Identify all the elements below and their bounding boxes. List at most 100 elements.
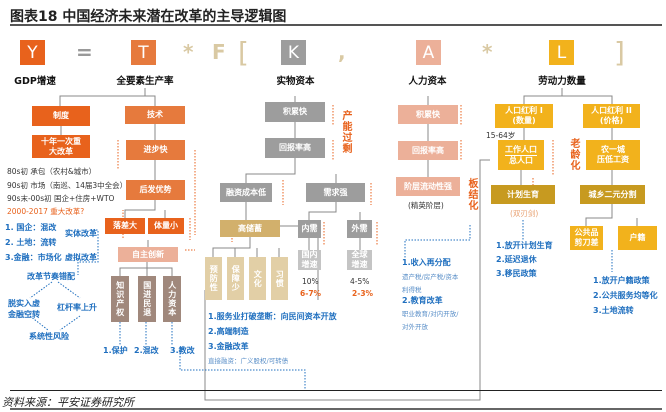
reform-land: 2. 土地：流转 xyxy=(5,238,57,247)
A-box: A xyxy=(416,40,441,65)
node-major-reform: 十年一次重大改革 xyxy=(32,135,90,158)
age-range-label: 15-64岁 xyxy=(486,131,516,140)
Y-box: Y xyxy=(20,40,45,65)
node-human-capital: 人力资本 xyxy=(163,276,181,322)
label-tfp: 全要素生产率 xyxy=(116,76,174,87)
node-working-ratio: 工作人口总人口 xyxy=(498,140,544,170)
policy-protection: 1.保护 xyxy=(103,346,128,355)
node-latecomer-advantage: 后发优势 xyxy=(126,180,185,200)
dividend-1-title: 人口红利 I xyxy=(505,106,543,116)
node-strong-demand: 需求强 xyxy=(306,183,365,202)
dividend-2-title: 人口红利 II xyxy=(591,106,632,116)
policy-service-opening: 1.服务业打破垄断：向民间资本开放 xyxy=(208,312,337,321)
label-labor: 劳动力数量 xyxy=(538,76,586,87)
policy-delay-retirement: 2.延迟退休 xyxy=(496,255,537,264)
node-small-size: 体量小 xyxy=(148,218,184,234)
policy-immigration: 3.移民政策 xyxy=(496,269,537,278)
label-gdp: GDP增速 xyxy=(14,76,56,87)
total-population: 总人口 xyxy=(509,155,533,165)
policy-education-reform: 2.教育改革 xyxy=(402,296,443,305)
node-fast-progress: 进步快 xyxy=(126,140,185,160)
ossification-label: 板结化 xyxy=(466,178,477,211)
node-low-security: 保障少 xyxy=(227,257,244,300)
node-domestic-demand: 内需 xyxy=(298,220,321,238)
price-scissors: 剪刀差 xyxy=(574,238,599,247)
domestic-growth-past: 10% xyxy=(302,277,319,286)
leverage-rise: 杠杆率上升 xyxy=(57,303,97,312)
node-k-fast-accumulation: 积累快 xyxy=(265,102,325,122)
node-state-advance: 国进民退 xyxy=(138,276,156,322)
node-external-demand: 外需 xyxy=(347,220,372,238)
node-family-planning: 计划生育 xyxy=(491,185,555,204)
policy-income-redistribution: 1.收入再分配 xyxy=(402,258,451,267)
reform-finance: 3.金融：市场化 xyxy=(5,253,62,262)
suppress-wages: 压低工资 xyxy=(597,155,629,164)
node-rural-urban: 农一城压低工资 xyxy=(586,140,640,170)
reform-mismatch: 改革节奏错配 xyxy=(27,272,75,281)
node-ip: 知识产权 xyxy=(111,276,129,322)
aging-label: 老龄化 xyxy=(568,138,579,171)
history-90s: 90s初 市场（南巡、14届3中全会） xyxy=(7,181,128,190)
title-divider xyxy=(10,24,662,26)
node-institution: 制度 xyxy=(32,106,90,126)
node-public-goods: 公共品剪刀差 xyxy=(570,226,603,250)
node-large-gap: 落差大 xyxy=(105,218,145,234)
comma: , xyxy=(338,40,346,64)
history-2000-2017: 2000-2017 重大改革? xyxy=(7,207,85,216)
source-note: 资料来源：平安证券研究所 xyxy=(2,396,134,409)
history-80s: 80s初 承包（农村&城市） xyxy=(7,167,97,176)
T-box: T xyxy=(131,40,156,65)
policy-high-end-mfg: 2.高端制造 xyxy=(208,327,249,336)
domestic-growth-future: 6-7% xyxy=(300,289,322,298)
policy-public-services: 2.公共服务均等化 xyxy=(593,291,658,300)
policy-hukou: 1.放开户籍政策 xyxy=(593,276,650,285)
global-growth-past: 4-5% xyxy=(350,277,370,286)
node-domestic-growth: 国内增速 xyxy=(298,250,321,270)
node-low-financing-cost: 融资成本低 xyxy=(220,183,272,202)
tax-note-2: 利得税 xyxy=(402,286,422,294)
dividend-1-sub: (数量) xyxy=(512,116,536,125)
multiply-sign: * xyxy=(482,40,493,64)
node-high-savings: 高储蓄 xyxy=(220,220,280,237)
education-note-2: 对外开放 xyxy=(402,323,428,331)
node-k-high-return: 回报率高 xyxy=(265,138,325,158)
node-a-high-return: 回报率高 xyxy=(398,141,458,160)
node-precautionary: 预防性 xyxy=(205,257,222,300)
reform-soe: 1. 国企：混改 xyxy=(5,223,57,232)
global-growth-future: 2-3% xyxy=(352,289,374,298)
direct-financing-note: 直接融资：广义股权/可转债 xyxy=(208,357,289,365)
right-bracket: ] xyxy=(614,36,625,69)
node-habit: 习惯 xyxy=(271,257,288,300)
equals-sign: = xyxy=(76,40,93,64)
working-population: 工作人口 xyxy=(505,144,537,156)
node-class-mobility: 阶层流动性强 xyxy=(396,177,460,196)
systemic-risk: 系统性风险 xyxy=(29,332,69,341)
label-human-capital: 人力资本 xyxy=(408,76,447,87)
node-technology: 技术 xyxy=(125,106,185,124)
L-box: L xyxy=(549,40,574,65)
tax-note-1: 遗产税/房产税/资本 xyxy=(402,273,459,281)
elite-class-label: (精英阶层) xyxy=(408,201,444,210)
K-box: K xyxy=(281,40,306,65)
policy-relax-family-planning: 1.放开计划生育 xyxy=(496,241,553,250)
public-goods: 公共品 xyxy=(574,228,599,238)
source-divider-top xyxy=(10,390,662,391)
real-reform: 实体改革 xyxy=(65,229,97,238)
node-urban-rural-divide: 城乡二元分割 xyxy=(580,185,645,204)
policy-mixed-reform: 2.混改 xyxy=(134,346,159,355)
policy-land-transfer: 3.土地流转 xyxy=(593,306,634,315)
node-hukou: 户籍 xyxy=(618,226,657,250)
education-note-1: 职业教育/对内开放/ xyxy=(402,310,459,318)
overcapacity-label: 产能过剩 xyxy=(340,110,351,154)
node-culture: 文化 xyxy=(249,257,266,300)
virtual-reform: 虚拟改革 xyxy=(65,253,97,262)
node-demographic-dividend-2: 人口红利 II(价格) xyxy=(583,104,640,128)
policy-education: 3.教改 xyxy=(170,346,195,355)
rural-to-urban: 农一城 xyxy=(601,145,625,155)
virtual-over-real: 脱实入虚 xyxy=(8,299,40,308)
double-edged-label: (双刃剑) xyxy=(510,209,539,218)
financial-idling: 金融空转 xyxy=(8,310,40,319)
figure-title: 图表18 中国经济未来潜在改革的主导逻辑图 xyxy=(10,9,287,25)
F-symbol: F xyxy=(212,40,226,64)
